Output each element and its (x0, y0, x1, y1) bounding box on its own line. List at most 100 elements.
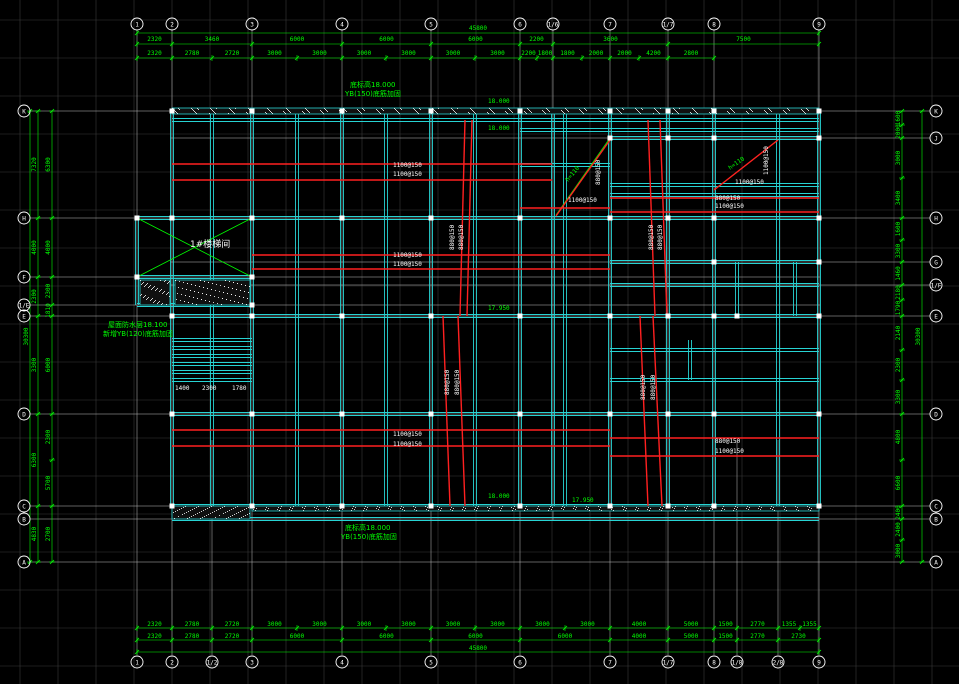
hatch-dot (247, 514, 248, 515)
axis-bubble-label: 1/2 (207, 660, 218, 667)
hatch-dot (626, 508, 627, 509)
hatch-dot (177, 293, 178, 294)
hatch-dot (268, 508, 269, 509)
hatch-dot (232, 515, 233, 516)
hatch-dot (545, 113, 546, 114)
hatch-dot (564, 507, 565, 508)
dim-slash (899, 313, 905, 319)
dim-text: 4800 (895, 429, 902, 444)
dim-text: 6000 (468, 36, 483, 43)
hatch-dot (218, 509, 219, 510)
dim-text: 2000 (589, 50, 604, 57)
hatch-dot (621, 113, 622, 114)
hatch-dot (234, 301, 235, 302)
hatch-dot (156, 289, 157, 290)
hatch-dot (605, 110, 606, 111)
axis-bubble-label: 6 (518, 660, 522, 667)
column-node (428, 313, 434, 319)
hatch-dot (278, 507, 279, 508)
dim-slash (134, 41, 140, 47)
hatch-dot (302, 111, 303, 112)
hatch-dot (657, 111, 658, 112)
hatch-dot (551, 509, 552, 510)
hatch-dot (288, 110, 289, 111)
dim-slash (899, 215, 905, 221)
hatch-dot (179, 281, 180, 282)
hatch-dot (672, 113, 673, 114)
hatch-dot (721, 510, 722, 511)
bottom-note-1: 底标高18.000 (345, 523, 391, 532)
axis-bubble-label: 1/E (19, 303, 30, 310)
hatch-dot (145, 295, 146, 296)
hatch-dot (195, 514, 196, 515)
dim-text: 2000 (895, 124, 902, 139)
hatch-dot (212, 283, 213, 284)
hatch-dot (377, 506, 378, 507)
axis-bubble-label: 1/6 (548, 22, 559, 29)
hatch-dot (159, 291, 160, 292)
dim-slash (517, 41, 523, 47)
column-node (339, 313, 345, 319)
dim-slash (517, 55, 523, 61)
elev-bottom-2: 17.950 (572, 497, 594, 504)
hatch-dot (167, 283, 168, 284)
dim-text: 2000 (617, 50, 632, 57)
axis-bubble-label: K (22, 109, 26, 116)
hatch-dot (783, 110, 784, 111)
column-node (169, 215, 175, 221)
hatch-dot (249, 513, 250, 514)
axis-bubble-label: E (22, 314, 26, 321)
axis-bubble-label: 7 (608, 22, 612, 29)
dim-text: 2730 (791, 633, 806, 640)
hatch-dot (303, 510, 304, 511)
red-beam (647, 119, 656, 317)
hatch-dot (159, 301, 160, 302)
dim-text: 6300 (31, 452, 38, 467)
hatch-dot (764, 110, 765, 111)
hatch-dot (239, 296, 240, 297)
hatch-dot (265, 112, 266, 113)
hatch-dot (491, 110, 492, 111)
column-node (711, 503, 717, 509)
hatch-dot (229, 108, 230, 109)
dim-slash (169, 55, 175, 61)
hatch-dot (154, 286, 155, 287)
hatch-dot (190, 510, 191, 511)
column-node (607, 135, 613, 141)
hatch-dot (381, 108, 382, 109)
dim-slash (134, 55, 140, 61)
dim-text: 2800 (684, 50, 699, 57)
hatch-dot (786, 113, 787, 114)
hatch-dot (362, 108, 363, 109)
hatch-dot (164, 291, 165, 292)
hatch-dot (573, 508, 574, 509)
hatch-dot (285, 113, 286, 114)
hatch-dot (394, 108, 395, 109)
hatch-dot (228, 517, 229, 518)
hatch-dot (658, 112, 659, 113)
dim-text: 30300 (915, 327, 922, 345)
hatch-dot (357, 109, 358, 110)
hatch-dot (576, 507, 577, 508)
hatch-dot (169, 296, 170, 297)
hatch-dot (507, 113, 508, 114)
hatch-dot (441, 508, 442, 509)
hatch-dot (749, 108, 750, 109)
hatch-dot (182, 288, 183, 289)
hatch-dot (330, 509, 331, 510)
column-node (517, 215, 523, 221)
axis-bubble (929, 555, 943, 569)
dim-slash (607, 625, 613, 631)
hatch-dot (193, 515, 194, 516)
hatch-dot (314, 507, 315, 508)
dim-text: 3000 (401, 621, 416, 628)
dim-text: 4000 (45, 240, 52, 255)
column-node (428, 411, 434, 417)
dim-slash (562, 625, 568, 631)
hatch-dot (365, 506, 366, 507)
hatch-dot (227, 293, 228, 294)
hatch-strip (251, 505, 820, 512)
hatch-dot (236, 513, 237, 514)
hatch-dot (224, 506, 225, 507)
